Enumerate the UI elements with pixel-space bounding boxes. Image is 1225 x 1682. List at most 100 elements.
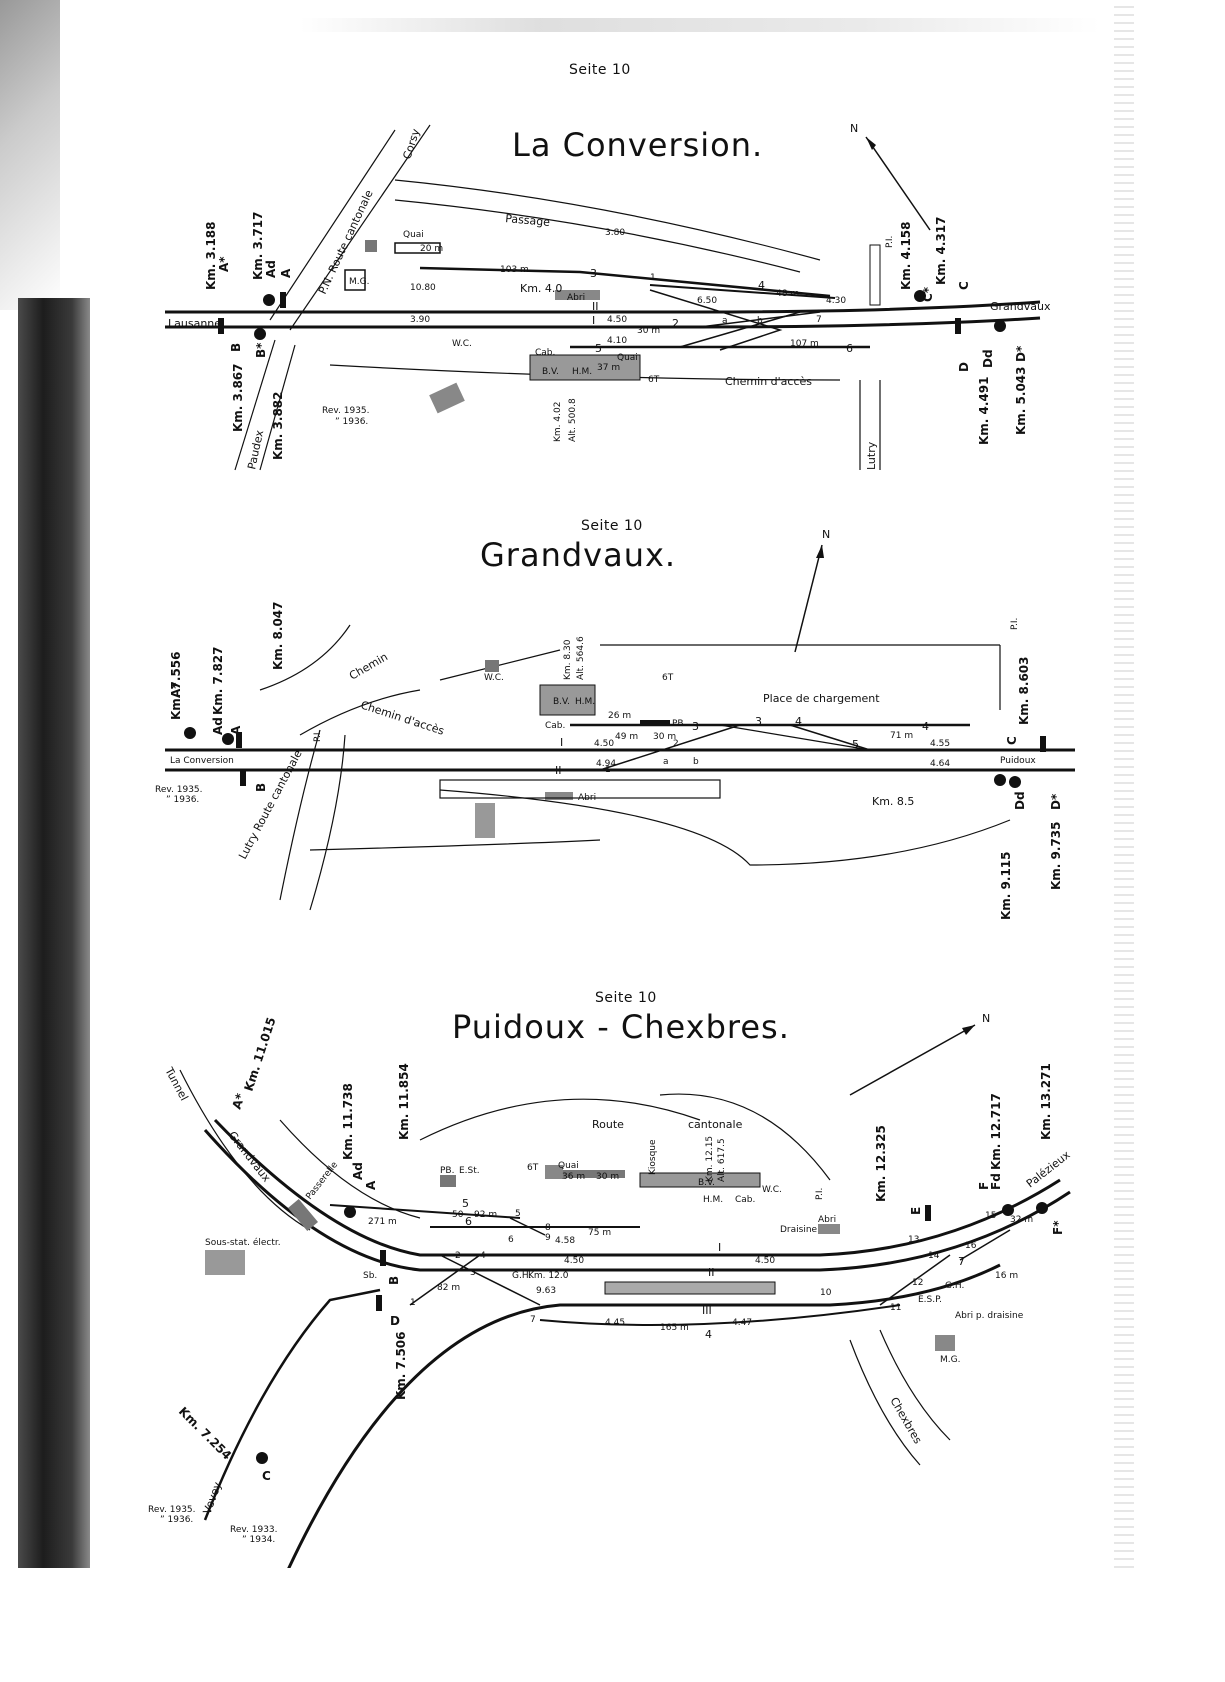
km-9115: Km. 9.115 (999, 852, 1013, 921)
building-label-cab: Cab. (735, 1195, 755, 1205)
main-track-iii (287, 1263, 1001, 1568)
signal-fd (1002, 1204, 1014, 1216)
track-label-11: 11 (890, 1303, 901, 1313)
building-label-pb: PB. (672, 719, 686, 729)
km-120: Km. 12.0 (528, 1271, 569, 1281)
signal-label-dd: Dd (981, 349, 995, 368)
measure-12: 37 m (597, 363, 620, 373)
road-label-cantonale: cantonale (688, 1118, 743, 1131)
km-4158: Km. 4.158 (899, 222, 913, 291)
signal-label-b-star: B* (254, 342, 268, 358)
road-chexbres-b (879, 1329, 951, 1441)
building-label-mg: M.G. (349, 277, 369, 287)
station-title: Grandvaux. (480, 536, 677, 574)
track-label-7: 7 (816, 315, 822, 325)
signal-dd (994, 774, 1006, 786)
km-8047: Km. 8.047 (271, 602, 285, 671)
building-m (545, 1165, 563, 1179)
measure-6: 71 m (890, 731, 913, 741)
building-label-abri: Abri (818, 1215, 836, 1225)
building-label-wc: W.C. (452, 339, 472, 349)
building-mg (344, 269, 366, 291)
building-hatched (429, 382, 465, 414)
panel-grandvaux: Seite 10 Grandvaux. N La Conver (0, 480, 1142, 960)
building-label-cab: Cab. (535, 348, 555, 358)
vevey-line (203, 1288, 381, 1521)
building-label-abri: Abri (578, 793, 596, 803)
building-bv-hm (529, 354, 641, 381)
crossover-5 (679, 311, 801, 348)
building-small (365, 240, 377, 252)
track-label-7a: 7 (530, 1315, 536, 1325)
measure-4: 4.50 (594, 739, 614, 749)
track-label-4a: 4 (480, 1251, 486, 1261)
track-label-iii: III (702, 1304, 712, 1317)
measure-8: 4.50 (564, 1256, 584, 1266)
km-11854: Km. 11.854 (397, 1063, 411, 1140)
track-label-4: 4 (758, 279, 765, 292)
measure-8: 4.64 (930, 759, 950, 769)
panel-la-conversion: Seite 10 La Conversion. N (0, 0, 1142, 480)
revision-2: ” 1936. (335, 417, 368, 427)
measure-6: 36 m (562, 1172, 585, 1182)
north-label: N (822, 528, 830, 541)
track-label-5b: 5 (515, 1209, 521, 1219)
road-lower-left (309, 839, 601, 851)
building-label-bv: B.V. (542, 367, 559, 377)
main-track-i (165, 316, 1041, 329)
direction-puidoux: Puidoux (1000, 756, 1036, 766)
km-13271: Km. 13.271 (1039, 1063, 1053, 1140)
road-chexbres-a (849, 1339, 921, 1466)
building-label-hm: H.M. (575, 697, 595, 707)
track-label-b: b (693, 757, 699, 767)
signal-label-a-star: A* (169, 682, 183, 698)
road-route-cantonale-a (419, 1098, 701, 1141)
measure-3: 92 m (474, 1210, 497, 1220)
km-7827: Km. 7.827 (211, 647, 225, 716)
building-kiosque-bv (639, 1172, 761, 1188)
track-diagram-puidoux-chexbres: N Tunnel Gra (148, 1012, 1073, 1568)
track-label-5a: 5 (462, 1197, 469, 1210)
signal-label-a-star: A* (217, 256, 231, 272)
km-7506: Km. 7.506 (394, 1332, 408, 1401)
building-label-bv: B.V. (553, 697, 570, 707)
measure-6: 6.50 (697, 296, 717, 306)
road-chemin-acces-a (299, 689, 421, 736)
road-label-pi-right: P.I. (1010, 618, 1020, 630)
north-arrow (794, 544, 823, 653)
direction-corsy: Corsy (400, 127, 422, 161)
km-11015: Km. 11.015 (242, 1016, 279, 1093)
track-label-4b: 4 (705, 1328, 712, 1341)
passerelle (287, 1199, 319, 1231)
road-chemin (259, 624, 351, 691)
measure-3: 10.80 (410, 283, 436, 293)
signal-label-ad: Ad (264, 260, 278, 278)
road-label-route: Route (592, 1118, 624, 1131)
measure-2: 103 m (500, 265, 529, 275)
building-abri (545, 792, 573, 800)
road-tunnel-lower (279, 1119, 421, 1219)
signal-d-star (994, 320, 1006, 332)
km-7556: Km. 7.556 (169, 652, 183, 721)
direction-lausanne: Lausanne (168, 317, 221, 330)
building-label-est: E.St. (459, 1166, 480, 1176)
road-label-pi: P.I. (815, 1188, 825, 1200)
track-diagram-grandvaux: N La Conversion Puidoux Lutry Route cant… (155, 528, 1075, 921)
signal-label-c: C (262, 1469, 271, 1483)
revision-1: Rev. 1935. (322, 406, 370, 416)
road-label-pi-left: P.I. (313, 730, 323, 742)
road-route-cantonale-b (659, 1093, 831, 1181)
track-label-5: 5 (595, 342, 602, 355)
main-track-ii (165, 300, 1041, 314)
building-abri (818, 1224, 840, 1234)
building-label-gh-2: G.H. (945, 1281, 964, 1291)
revision-1: Rev. 1935. (148, 1505, 196, 1515)
km-12717: Km. 12.717 (989, 1093, 1003, 1170)
direction-tunnel: Tunnel (162, 1064, 191, 1103)
track-label-3: 3 (470, 1268, 476, 1278)
measure-14: 4.50 (755, 1256, 775, 1266)
track-label-5: 5 (852, 738, 859, 751)
signal-label-a: A (279, 268, 293, 278)
measure-2: 49 m (615, 732, 638, 742)
track-label-7b: 7 (958, 1255, 965, 1268)
